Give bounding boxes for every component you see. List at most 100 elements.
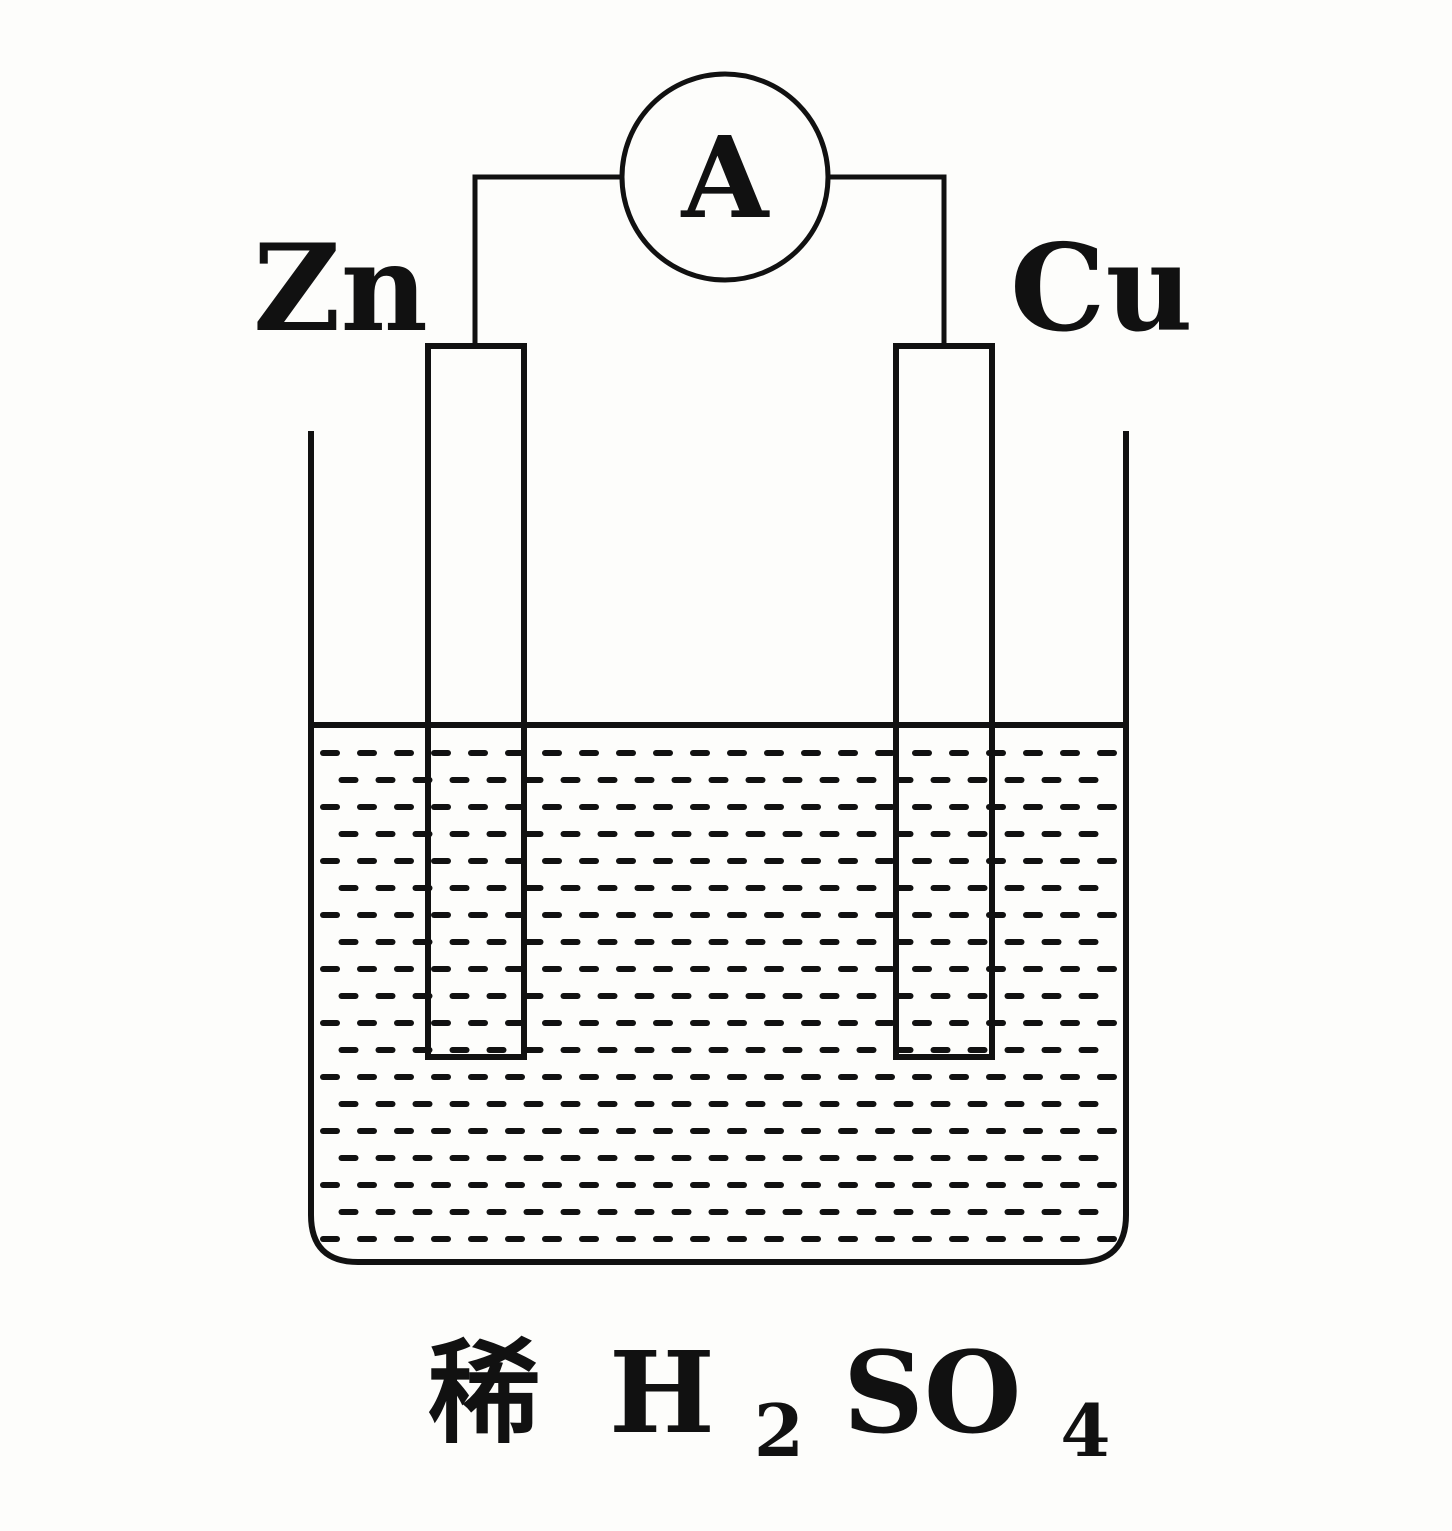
liquid-dash xyxy=(875,1128,895,1134)
liquid-dash xyxy=(468,750,488,756)
liquid-dash xyxy=(875,1020,895,1026)
liquid-dash xyxy=(634,831,655,837)
left-wire xyxy=(472,174,622,346)
liquid-dash xyxy=(764,1182,784,1188)
liquid-dash xyxy=(949,966,969,972)
liquid-dash xyxy=(1060,804,1080,810)
liquid-dash xyxy=(967,1155,988,1161)
liquid-dash xyxy=(745,1209,766,1215)
liquid-dash xyxy=(616,912,636,918)
liquid-dash xyxy=(653,1128,673,1134)
liquid-dash xyxy=(542,966,562,972)
liquid-dash xyxy=(708,1209,729,1215)
liquid-dash xyxy=(745,885,766,891)
liquid-dash xyxy=(708,885,729,891)
liquid-dash xyxy=(1041,1101,1062,1107)
liquid-dash xyxy=(838,804,858,810)
liquid-dash xyxy=(745,1101,766,1107)
right-wire xyxy=(829,174,947,346)
liquid-dash xyxy=(468,804,488,810)
liquid-dash xyxy=(431,1128,451,1134)
liquid-dash xyxy=(394,912,414,918)
liquid-dash xyxy=(431,912,451,918)
liquid-dash xyxy=(727,804,747,810)
liquid-dash xyxy=(745,831,766,837)
liquid-dash xyxy=(912,1074,932,1080)
liquid-dash xyxy=(930,1101,951,1107)
liquid-dash xyxy=(616,804,636,810)
liquid-dash xyxy=(727,1128,747,1134)
liquid-dash xyxy=(523,831,544,837)
liquid-dash xyxy=(486,1101,507,1107)
liquid-dash xyxy=(542,1128,562,1134)
liquid-dash xyxy=(597,939,618,945)
liquid-dash xyxy=(671,1101,692,1107)
liquid-dash xyxy=(523,1155,544,1161)
liquid-dash xyxy=(357,1020,377,1026)
liquid-dash xyxy=(671,831,692,837)
liquid-dash xyxy=(468,912,488,918)
liquid-dash xyxy=(819,1047,840,1053)
liquid-dash xyxy=(1097,1128,1117,1134)
liquid-dash xyxy=(819,831,840,837)
liquid-dash xyxy=(801,966,821,972)
liquid-dash xyxy=(930,777,951,783)
liquid-dash xyxy=(505,858,525,864)
liquid-dash xyxy=(801,1128,821,1134)
liquid-dash xyxy=(671,885,692,891)
liquid-dash xyxy=(1041,885,1062,891)
liquid-dash xyxy=(1041,831,1062,837)
liquid-dash xyxy=(801,804,821,810)
copper-electrode-label: Cu xyxy=(1010,218,1193,359)
liquid-dash xyxy=(338,1209,359,1215)
liquid-dash xyxy=(801,1020,821,1026)
liquid-dash xyxy=(912,1236,932,1242)
liquid-dash xyxy=(930,993,951,999)
liquid-dash xyxy=(1041,1209,1062,1215)
liquid-dash xyxy=(1004,1209,1025,1215)
liquid-dash xyxy=(375,939,396,945)
liquid-dash xyxy=(1023,1182,1043,1188)
liquid-dash xyxy=(523,993,544,999)
liquid-dash xyxy=(375,1047,396,1053)
liquid-dash xyxy=(764,1128,784,1134)
zinc-electrode xyxy=(425,343,527,1060)
liquid-dash xyxy=(930,939,951,945)
liquid-dash xyxy=(764,750,784,756)
liquid-dash xyxy=(449,1047,470,1053)
liquid-dash xyxy=(320,1074,340,1080)
liquid-dash xyxy=(1097,1236,1117,1242)
liquid-dash xyxy=(949,858,969,864)
liquid-dash xyxy=(1060,1128,1080,1134)
liquid-dash xyxy=(357,804,377,810)
liquid-dash xyxy=(727,858,747,864)
liquid-dash xyxy=(523,885,544,891)
liquid-dash xyxy=(486,831,507,837)
liquid-dash xyxy=(1060,750,1080,756)
liquid-dash xyxy=(875,912,895,918)
liquid-dash xyxy=(449,993,470,999)
liquid-dash xyxy=(690,1128,710,1134)
liquid-dash xyxy=(375,831,396,837)
liquid-dash xyxy=(671,1155,692,1161)
liquid-dash xyxy=(523,1101,544,1107)
liquid-dash xyxy=(357,966,377,972)
liquid-dash xyxy=(838,1236,858,1242)
liquid-dash xyxy=(505,750,525,756)
liquid-dash xyxy=(616,1182,636,1188)
liquid-dash xyxy=(801,1074,821,1080)
liquid-dash xyxy=(801,858,821,864)
liquid-dash xyxy=(782,993,803,999)
liquid-dash xyxy=(764,858,784,864)
liquid-dash xyxy=(597,1047,618,1053)
liquid-dash xyxy=(560,885,581,891)
liquid-dash xyxy=(375,1101,396,1107)
liquid-dash xyxy=(1041,777,1062,783)
liquid-dash xyxy=(986,1236,1006,1242)
liquid-dash xyxy=(856,1155,877,1161)
liquid-dash xyxy=(875,1236,895,1242)
liquid-dash xyxy=(597,1101,618,1107)
ammeter-symbol: A xyxy=(681,113,771,244)
liquid-dash xyxy=(986,1182,1006,1188)
liquid-dash xyxy=(764,804,784,810)
